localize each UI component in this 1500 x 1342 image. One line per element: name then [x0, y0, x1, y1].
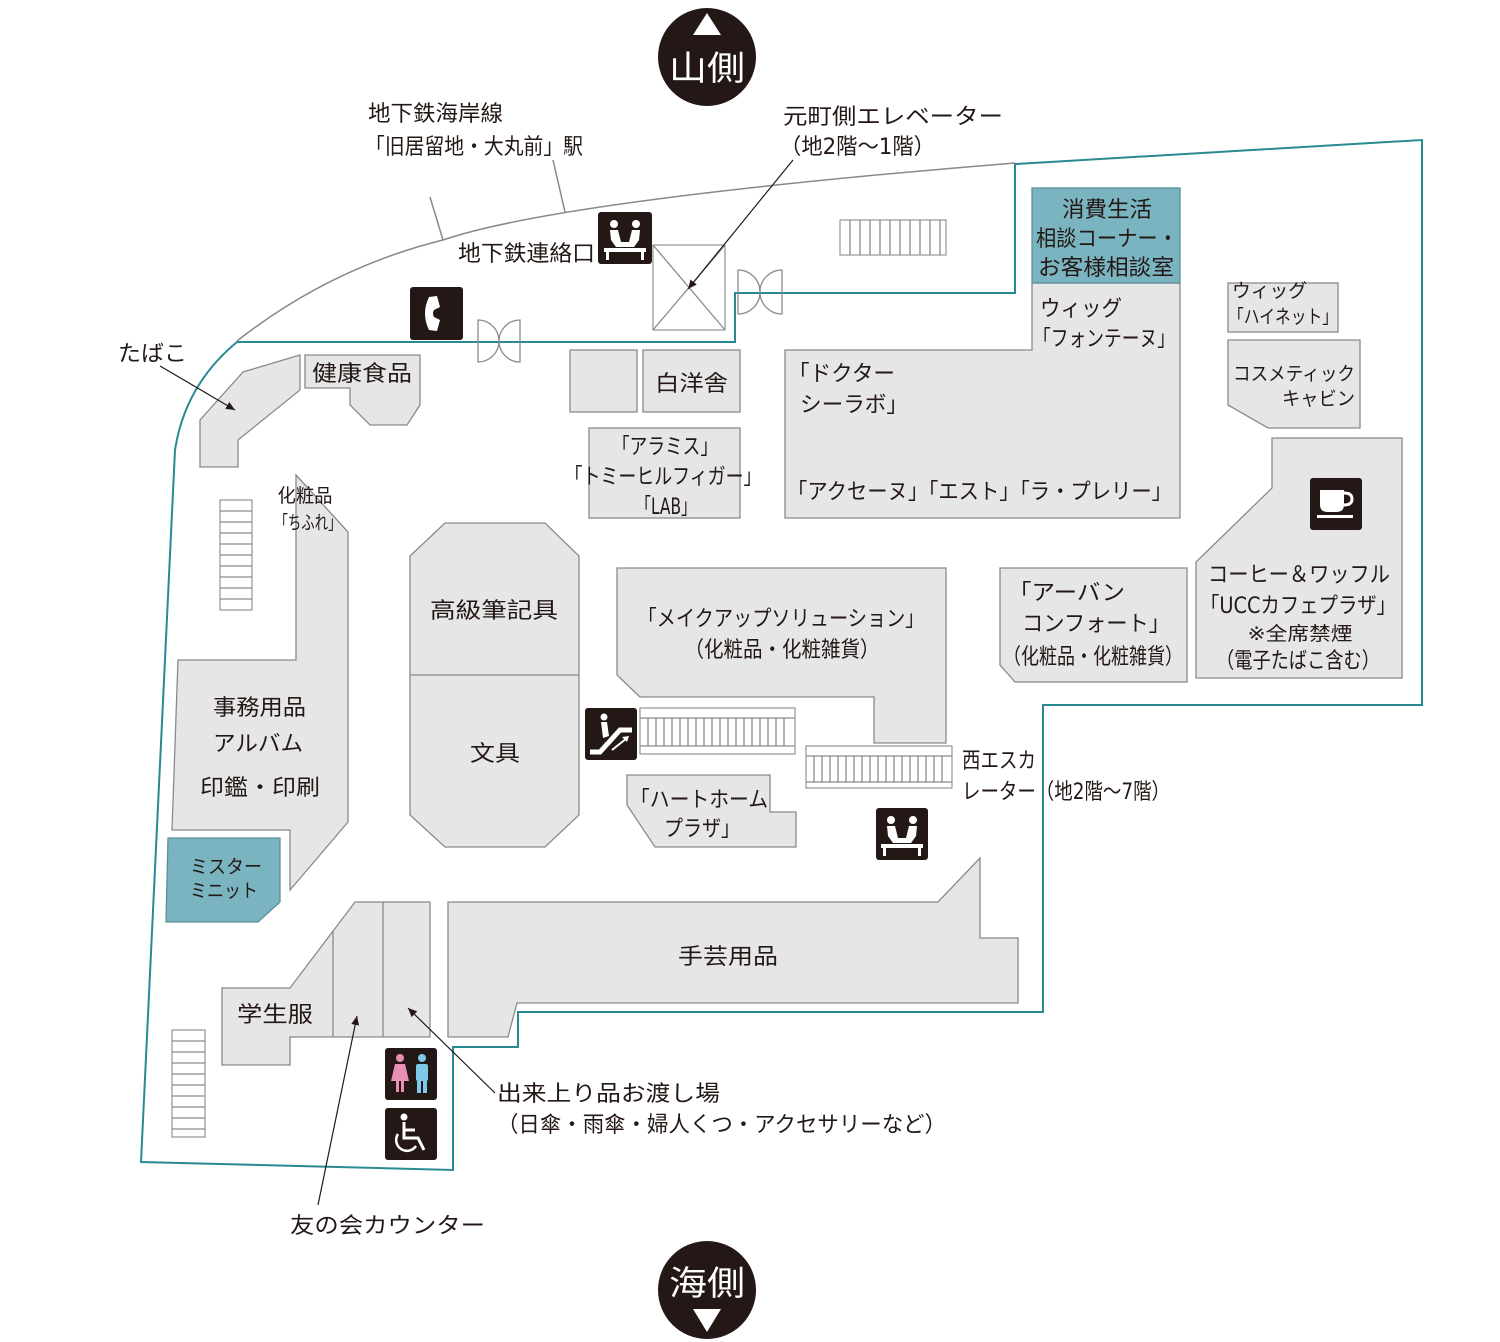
- elevator-pointer: [687, 159, 794, 290]
- shop-stationery: [409, 522, 580, 848]
- shop-tobacco: [199, 354, 301, 468]
- subway-line-label: 地下鉄海岸線: [368, 102, 503, 127]
- ciralabo-label-1: 「ドクター: [788, 362, 895, 387]
- subway-connection-label: 地下鉄連絡口: [458, 242, 595, 267]
- cafe-no-smoking-label: ※全席禁煙: [1248, 623, 1353, 645]
- triangle-up-icon: [693, 13, 721, 35]
- triangle-down-icon: [693, 1309, 721, 1332]
- shop-mister-minit: [165, 837, 281, 923]
- compass-mountain-side: 山側: [658, 8, 756, 106]
- compass-top-label: 山側: [669, 49, 745, 89]
- heart-home-label-2: プラザ」: [664, 817, 740, 842]
- shop-hakuyosha-annex: [569, 349, 638, 413]
- school-uniform-label: 学生服: [237, 1003, 313, 1028]
- aramis-label-2: 「トミーヒルフィガー」: [565, 465, 762, 490]
- stationery-label: 文具: [470, 742, 520, 767]
- album-label: アルバム: [213, 732, 303, 757]
- minit-label-2: ミニット: [190, 880, 258, 902]
- aramis-label-3: 「LAB」: [636, 495, 697, 520]
- west-escalator-lower: [805, 745, 953, 789]
- shop-urban-comfort: [999, 567, 1188, 683]
- minit-label-1: ミスター: [190, 856, 262, 878]
- shop-heart-home-plaza: [626, 774, 797, 848]
- tobacco-pointer: [159, 365, 236, 411]
- phone-icon: [410, 287, 463, 340]
- compass-sea-side: 海側: [658, 1241, 756, 1339]
- seating-icon: [598, 212, 652, 264]
- makeup-solution-label-2: （化粧品・化粧雑貨）: [685, 638, 880, 663]
- tobacco-label: たばこ: [118, 342, 187, 367]
- office-supplies-label: 事務用品: [213, 696, 306, 721]
- health-food-label: 健康食品: [312, 362, 412, 387]
- door-east: [737, 269, 783, 315]
- pens-label: 高級筆記具: [430, 599, 558, 624]
- west-escalator-label-1: 西エスカ: [962, 749, 1036, 774]
- tomonokai-counter-label: 友の会カウンター: [290, 1214, 485, 1239]
- hinet-label-1: ウィッグ: [1232, 280, 1307, 302]
- pickup-counter-label-2: （日傘・雨傘・婦人くつ・アクセサリーなど）: [497, 1113, 946, 1138]
- west-escalator-upper: [639, 707, 796, 755]
- seal-printing-label: 印鑑・印刷: [200, 776, 320, 801]
- tomonokai-pointer: [317, 1015, 360, 1206]
- shop-hakuyosha: [642, 349, 741, 413]
- cafe-label-2: 「UCCカフェプラザ」: [1200, 594, 1396, 619]
- pickup-counter-label-1: 出来上り品お渡し場: [497, 1082, 720, 1107]
- chifure-label-1: 化粧品: [278, 485, 333, 507]
- shop-health-food: [304, 354, 421, 426]
- shop-cosmetic-cabin: [1227, 339, 1361, 429]
- escalator-icon: [585, 708, 637, 760]
- makeup-solution-label-1: 「メイクアップソリューション」: [638, 607, 925, 632]
- chifure-label-2: 「ちふれ」: [275, 512, 342, 534]
- subway-passage-lines: [236, 159, 1016, 342]
- elevator-title-label: 元町側エレベーター: [783, 105, 1003, 130]
- fontaine-label-1: ウィッグ: [1040, 297, 1122, 322]
- stairs-left-upper: [219, 499, 253, 611]
- shop-school-uniform: [221, 901, 431, 1066]
- consumer-label-2: 相談コーナー・: [1036, 227, 1178, 252]
- consumer-label-3: お客様相談室: [1038, 256, 1174, 281]
- shop-aramis: [588, 427, 741, 519]
- urban-comfort-label-2: コンフォート」: [1022, 612, 1170, 637]
- restroom-icon: [385, 1048, 437, 1100]
- aramis-label-1: 「アラミス」: [612, 435, 718, 460]
- cosmetic-cabin-label-1: コスメティック: [1233, 363, 1355, 385]
- elevator-floors-label: （地2階～1階）: [780, 135, 935, 160]
- cafe-e-cigarette-label: （電子たばこ含む）: [1216, 649, 1380, 674]
- ciralabo-label-2: シーラボ」: [800, 393, 908, 418]
- urban-comfort-label-3: （化粧品・化粧雑貨）: [1003, 645, 1183, 670]
- brands-label: 「アクセーヌ」「エスト」「ラ・プレリー」: [787, 480, 1172, 505]
- hinet-label-2: 「ハイネット」: [1228, 306, 1338, 328]
- cafe-label-1: コーヒー＆ワッフル: [1208, 563, 1390, 588]
- west-escalator-label-2: レーター（地2階～7階）: [962, 780, 1170, 805]
- compass-bottom-label: 海側: [669, 1264, 745, 1304]
- fontaine-label-2: 「フォンテーヌ」: [1033, 327, 1175, 352]
- shop-hinet: [1227, 282, 1339, 333]
- pickup-pointer: [407, 1007, 496, 1094]
- hakuyosha-label: 白洋舎: [655, 372, 728, 397]
- consumer-label-1: 消費生活: [1062, 198, 1152, 223]
- stairs-top: [839, 219, 947, 256]
- seating-icon: [876, 808, 928, 860]
- stairs-left-lower: [171, 1029, 206, 1138]
- door-west: [477, 319, 521, 363]
- shop-makeup-solution: [616, 567, 947, 744]
- shop-office-supplies: [171, 473, 349, 892]
- coffee-icon: [1310, 478, 1362, 530]
- heart-home-label-1: 「ハートホーム: [630, 788, 768, 813]
- store-outline: [139, 138, 1423, 1172]
- subway-station-label: 「旧居留地・大丸前」駅: [365, 135, 583, 160]
- wheelchair-icon: [385, 1108, 437, 1160]
- cosmetic-cabin-label-2: キャビン: [1282, 388, 1355, 410]
- consumer-consultation-room: [1031, 187, 1181, 284]
- shop-handicraft: [447, 856, 1019, 1038]
- urban-comfort-label-1: 「アーバン: [1008, 581, 1125, 606]
- handicraft-label: 手芸用品: [678, 945, 778, 970]
